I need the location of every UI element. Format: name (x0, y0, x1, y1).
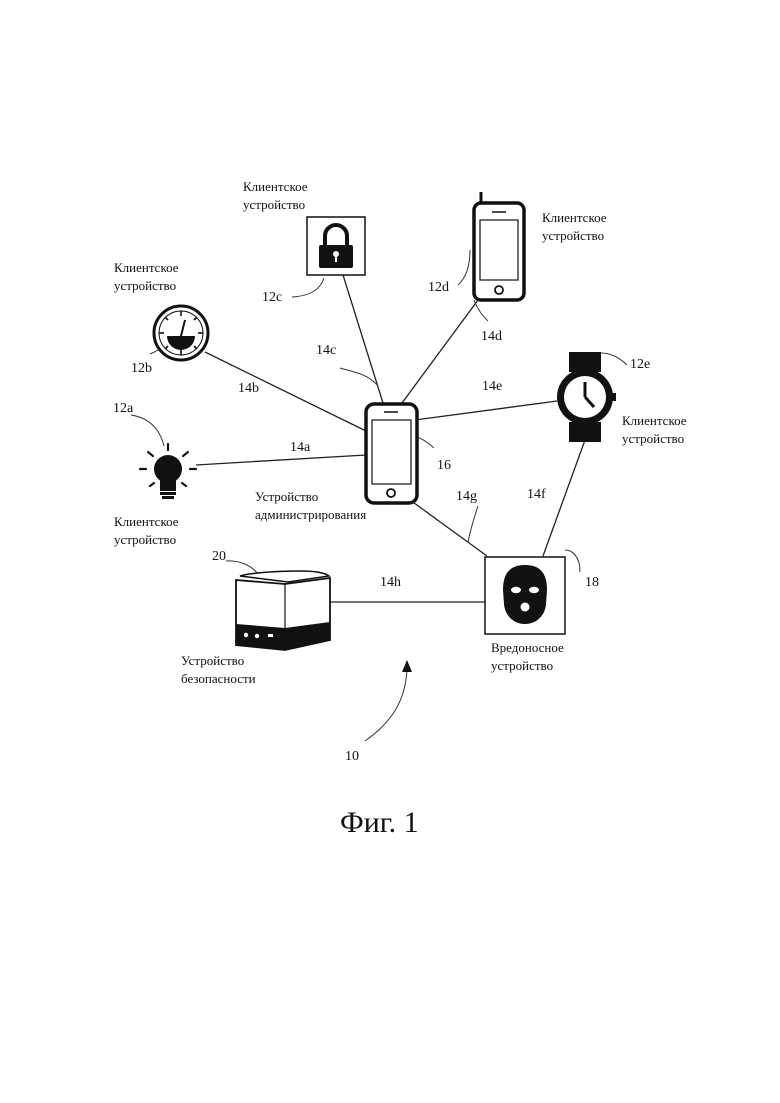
wristwatch-icon (557, 352, 616, 442)
mobile-phone-icon (474, 192, 524, 300)
ref-12a: 12a (113, 401, 134, 416)
light-bulb-icon (140, 444, 196, 499)
svg-text:устройство: устройство (114, 278, 176, 293)
ref-12d: 12d (428, 280, 449, 295)
svg-text:Клиентское: Клиентское (542, 210, 607, 225)
ref-14g: 14g (456, 489, 477, 504)
ref-12e: 12e (630, 357, 650, 372)
link-14e (415, 401, 557, 420)
security-label-line2: безопасности (181, 671, 256, 686)
svg-text:Устройство: Устройство (181, 653, 244, 668)
ref-12c: 12c (262, 290, 282, 305)
ref-10: 10 (345, 749, 359, 764)
admin-label-line2: администрирования (255, 507, 366, 522)
ref-14d: 14d (481, 329, 502, 344)
ref-12b: 12b (131, 361, 152, 376)
svg-text:устройство: устройство (542, 228, 604, 243)
svg-text:Клиентское: Клиентское (243, 179, 308, 194)
svg-text:Клиентское: Клиентское (622, 413, 687, 428)
svg-text:устройство: устройство (491, 658, 553, 673)
figure-caption: Фиг. 1 (340, 806, 419, 839)
link-14a (196, 455, 366, 465)
svg-text:Клиентское: Клиентское (114, 260, 179, 275)
ref-18: 18 (585, 575, 599, 590)
ref-14b: 14b (238, 381, 259, 396)
client-label-line2: устройство (114, 278, 176, 293)
svg-text:устройство: устройство (243, 197, 305, 212)
client-label-line1: Клиентское (622, 413, 687, 428)
security-box-icon (236, 571, 330, 650)
svg-text:безопасности: безопасности (181, 671, 256, 686)
client-label-line1: Клиентское (542, 210, 607, 225)
link-14d (402, 300, 478, 403)
system-reference-10: 10 (345, 660, 412, 764)
svg-text:Устройство: Устройство (255, 489, 318, 504)
ref-14a: 14a (290, 440, 311, 455)
balaclava-mask-icon (503, 565, 547, 624)
link-14g (410, 500, 487, 556)
security-device-20: 20 Устройство безопасности (181, 549, 330, 686)
arrow-head-icon (402, 660, 412, 672)
svg-text:Клиентское: Клиентское (114, 514, 179, 529)
link-14f (543, 440, 585, 556)
client-label-line2: устройство (243, 197, 305, 212)
client-label-line2: устройство (622, 431, 684, 446)
admin-device-16: 16 Устройство администрирования (255, 404, 451, 522)
smartphone-icon (366, 404, 417, 503)
ref-14f: 14f (527, 487, 546, 502)
malicious-label-line1: Вредоносное (491, 640, 564, 655)
client-label-line2: устройство (114, 532, 176, 547)
client-device-12d: 12d Клиентское устройство (428, 192, 607, 300)
client-label-line1: Клиентское (243, 179, 308, 194)
client-label-line1: Клиентское (114, 260, 179, 275)
client-device-12a: 12a Клиентское устройство (113, 401, 196, 547)
malicious-device-18: 18 Вредоносное устройство (485, 557, 599, 673)
svg-text:администрирования: администрирования (255, 507, 366, 522)
svg-text:устройство: устройство (622, 431, 684, 446)
client-device-12b: 12b Клиентское устройство (114, 260, 208, 376)
svg-text:Вредоносное: Вредоносное (491, 640, 564, 655)
ref-20: 20 (212, 549, 226, 564)
link-14c (343, 275, 383, 403)
malicious-label-line2: устройство (491, 658, 553, 673)
admin-label-line1: Устройство (255, 489, 318, 504)
ref-16: 16 (437, 458, 451, 473)
svg-text:устройство: устройство (114, 532, 176, 547)
security-label-line1: Устройство (181, 653, 244, 668)
client-label-line1: Клиентское (114, 514, 179, 529)
ref-14h: 14h (380, 575, 401, 590)
link-14b (205, 352, 368, 432)
gauge-icon (154, 306, 208, 360)
client-label-line2: устройство (542, 228, 604, 243)
ref-14c: 14c (316, 343, 336, 358)
client-device-12e: 12e Клиентское устройство (557, 352, 687, 446)
ref-14e: 14e (482, 379, 502, 394)
